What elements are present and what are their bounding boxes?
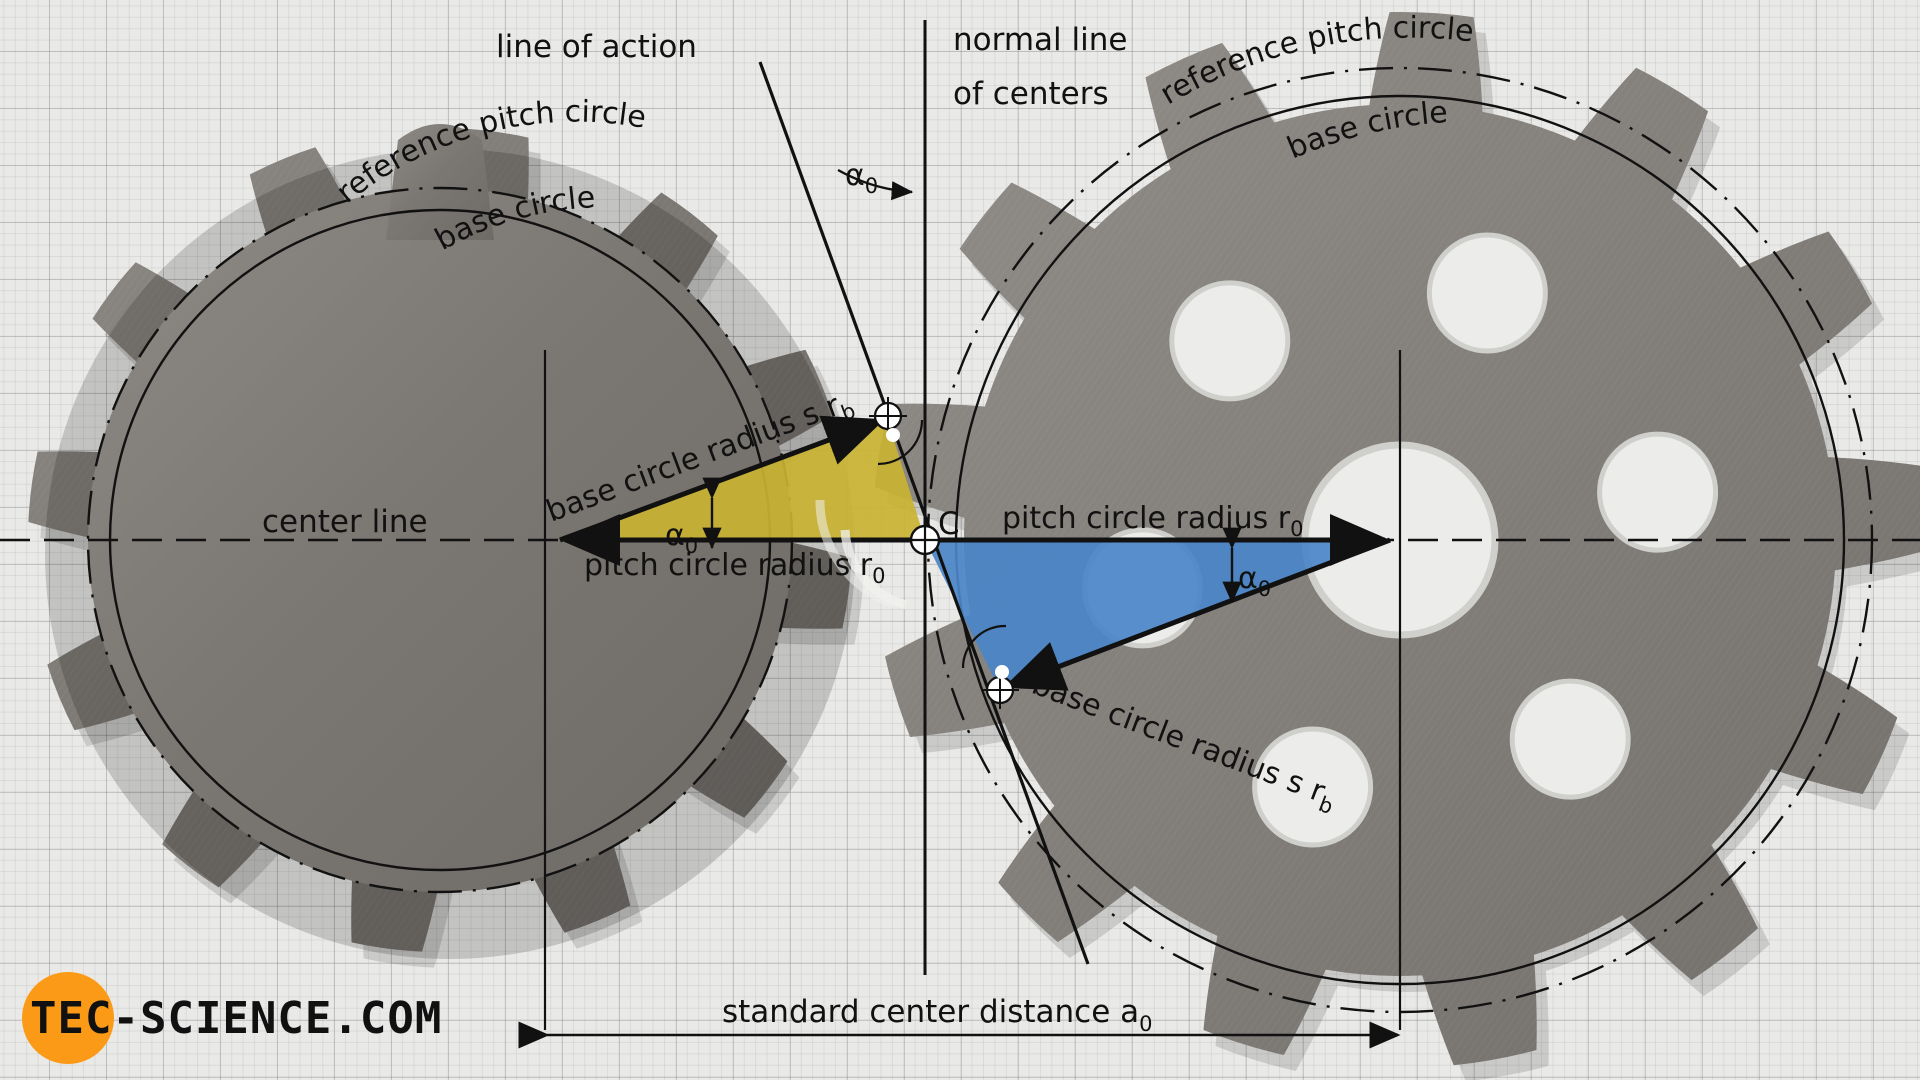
gear-lightening-hole [1426,232,1548,354]
gear-lightening-hole [1509,678,1631,800]
label-center-line: center line [262,504,428,540]
line-of-action [758,61,1090,965]
label-alpha-left: α0 [665,518,698,558]
gear-lightening-hole [1169,280,1291,402]
label-alpha-top: α0 [845,158,878,198]
label-alpha-right: α0 [1238,561,1271,601]
label-normal-line-1: normal line [953,22,1127,58]
label-pitch-circle-radius-left: pitch circle radius r0 [584,548,886,588]
logo-text: TEC-SCIENCE.COM [30,993,443,1044]
left-tangent-point-marker [869,397,907,435]
pitch-point-marker [903,518,947,562]
right-base-circle-radius-arrow [1003,537,1391,691]
label-normal-line-2: of centers [953,76,1109,112]
left-involute-arc-2 [815,499,897,609]
label-pitch-point: C [938,506,960,542]
label-line-of-action: line of action [496,29,697,65]
gear-lightening-hole [1597,431,1719,553]
left-right-angle-arc [877,419,924,466]
right-right-angle-dot [995,665,1009,679]
logo-circle [22,972,114,1064]
label-standard-center-distance: standard center distance a0 [722,994,1153,1036]
label-pitch-circle-radius-right: pitch circle radius r0 [1002,501,1304,541]
alpha-top-arc [837,168,914,201]
right-gear-shape [874,12,1920,1080]
right-right-angle-arc [961,624,1007,669]
left-right-angle-dot [886,428,900,442]
gear-lightening-hole [1252,726,1374,848]
